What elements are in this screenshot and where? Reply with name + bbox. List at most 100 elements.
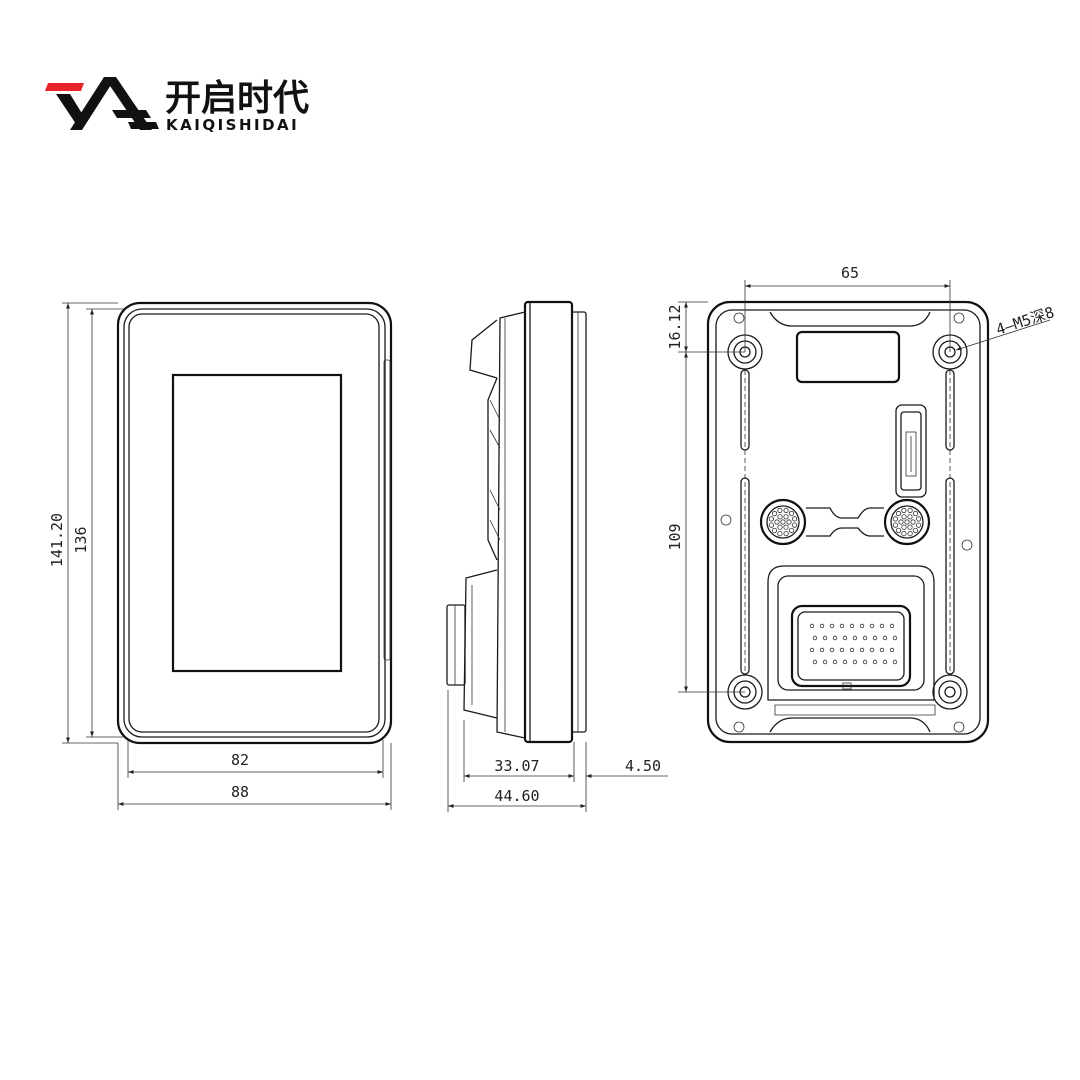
pin [907,524,913,530]
connector-pins [768,507,798,537]
front-view: 141.20 136 82 88 [48,301,393,810]
pin [912,527,919,534]
pin [869,623,875,629]
rear-view: 65 16.12 109 4—M5深8 [666,264,1057,744]
pin [915,522,922,528]
hole-callout: 4—M5深8 [994,303,1057,339]
pin [809,647,815,653]
pin [901,530,907,537]
pin [889,647,895,653]
pin [777,524,783,530]
label-recess [795,330,901,384]
pin [822,659,828,665]
connector-pins [892,507,922,537]
pin [895,510,902,517]
pin [901,524,907,530]
side-view: 33.07 44.60 4.50 [446,300,668,812]
pin [892,522,899,528]
dim-depth-body: 33.07 [494,757,539,775]
pin [907,507,913,514]
pin [783,514,789,520]
pin [771,527,778,534]
pin [907,514,913,520]
brand-name-en: KAIQISHIDAI [166,116,299,134]
pin [859,647,865,653]
dim-hole-offset-y: 16.12 [666,304,684,349]
dim-hole-spacing-x: 65 [841,264,859,282]
pin [895,527,902,534]
pin [791,522,798,528]
pin [872,635,878,641]
pin [774,519,780,525]
pin [862,635,868,641]
round-connector-right [883,498,931,546]
pin [869,647,875,653]
pin [777,507,783,514]
pin [879,647,885,653]
small-connector [895,404,927,498]
pin [768,522,775,528]
pin [786,519,792,525]
pin [832,635,838,641]
pin [768,516,775,522]
pin [839,623,845,629]
pin [889,623,895,629]
mounting-hole [932,674,968,710]
main-connector [767,565,935,701]
pin [859,623,865,629]
dim-bezel: 4.50 [625,757,661,775]
brand-name-cn: 开启时代 [165,78,309,119]
logo-mark [45,77,159,130]
pin [915,516,922,522]
dim-hole-spacing-y: 109 [666,523,684,550]
pin [791,516,798,522]
pin [832,659,838,665]
pin [780,519,786,525]
pin [862,659,868,665]
pin [771,510,778,517]
pin [849,623,855,629]
dim-height-outer: 141.20 [48,513,66,567]
pin [783,507,789,514]
pin [872,659,878,665]
round-connector-left [759,498,807,546]
pin [819,623,825,629]
pin [892,635,898,641]
pin [788,510,795,517]
pin [892,516,899,522]
pin [852,635,858,641]
pin [882,659,888,665]
pin [910,519,916,525]
pin [777,530,783,537]
pin [842,635,848,641]
pin [901,507,907,514]
pin [842,659,848,665]
pin [892,659,898,665]
pin [898,519,904,525]
pin [849,647,855,653]
pin [901,514,907,520]
dim-width-outer: 88 [231,783,249,801]
pin [879,623,885,629]
pin [852,659,858,665]
display-screen [171,373,343,673]
pin [839,647,845,653]
pin [822,635,828,641]
pin [907,530,913,537]
dim-depth-total: 44.60 [494,787,539,805]
pin [812,635,818,641]
pin [809,623,815,629]
pin [812,659,818,665]
pin [788,527,795,534]
pin [829,623,835,629]
dim-height-inner: 136 [72,526,90,553]
pin [783,530,789,537]
pin [904,519,910,525]
pin [882,635,888,641]
pin [777,514,783,520]
pin [783,524,789,530]
pin [912,510,919,517]
pin [819,647,825,653]
dim-width-inner: 82 [231,751,249,769]
